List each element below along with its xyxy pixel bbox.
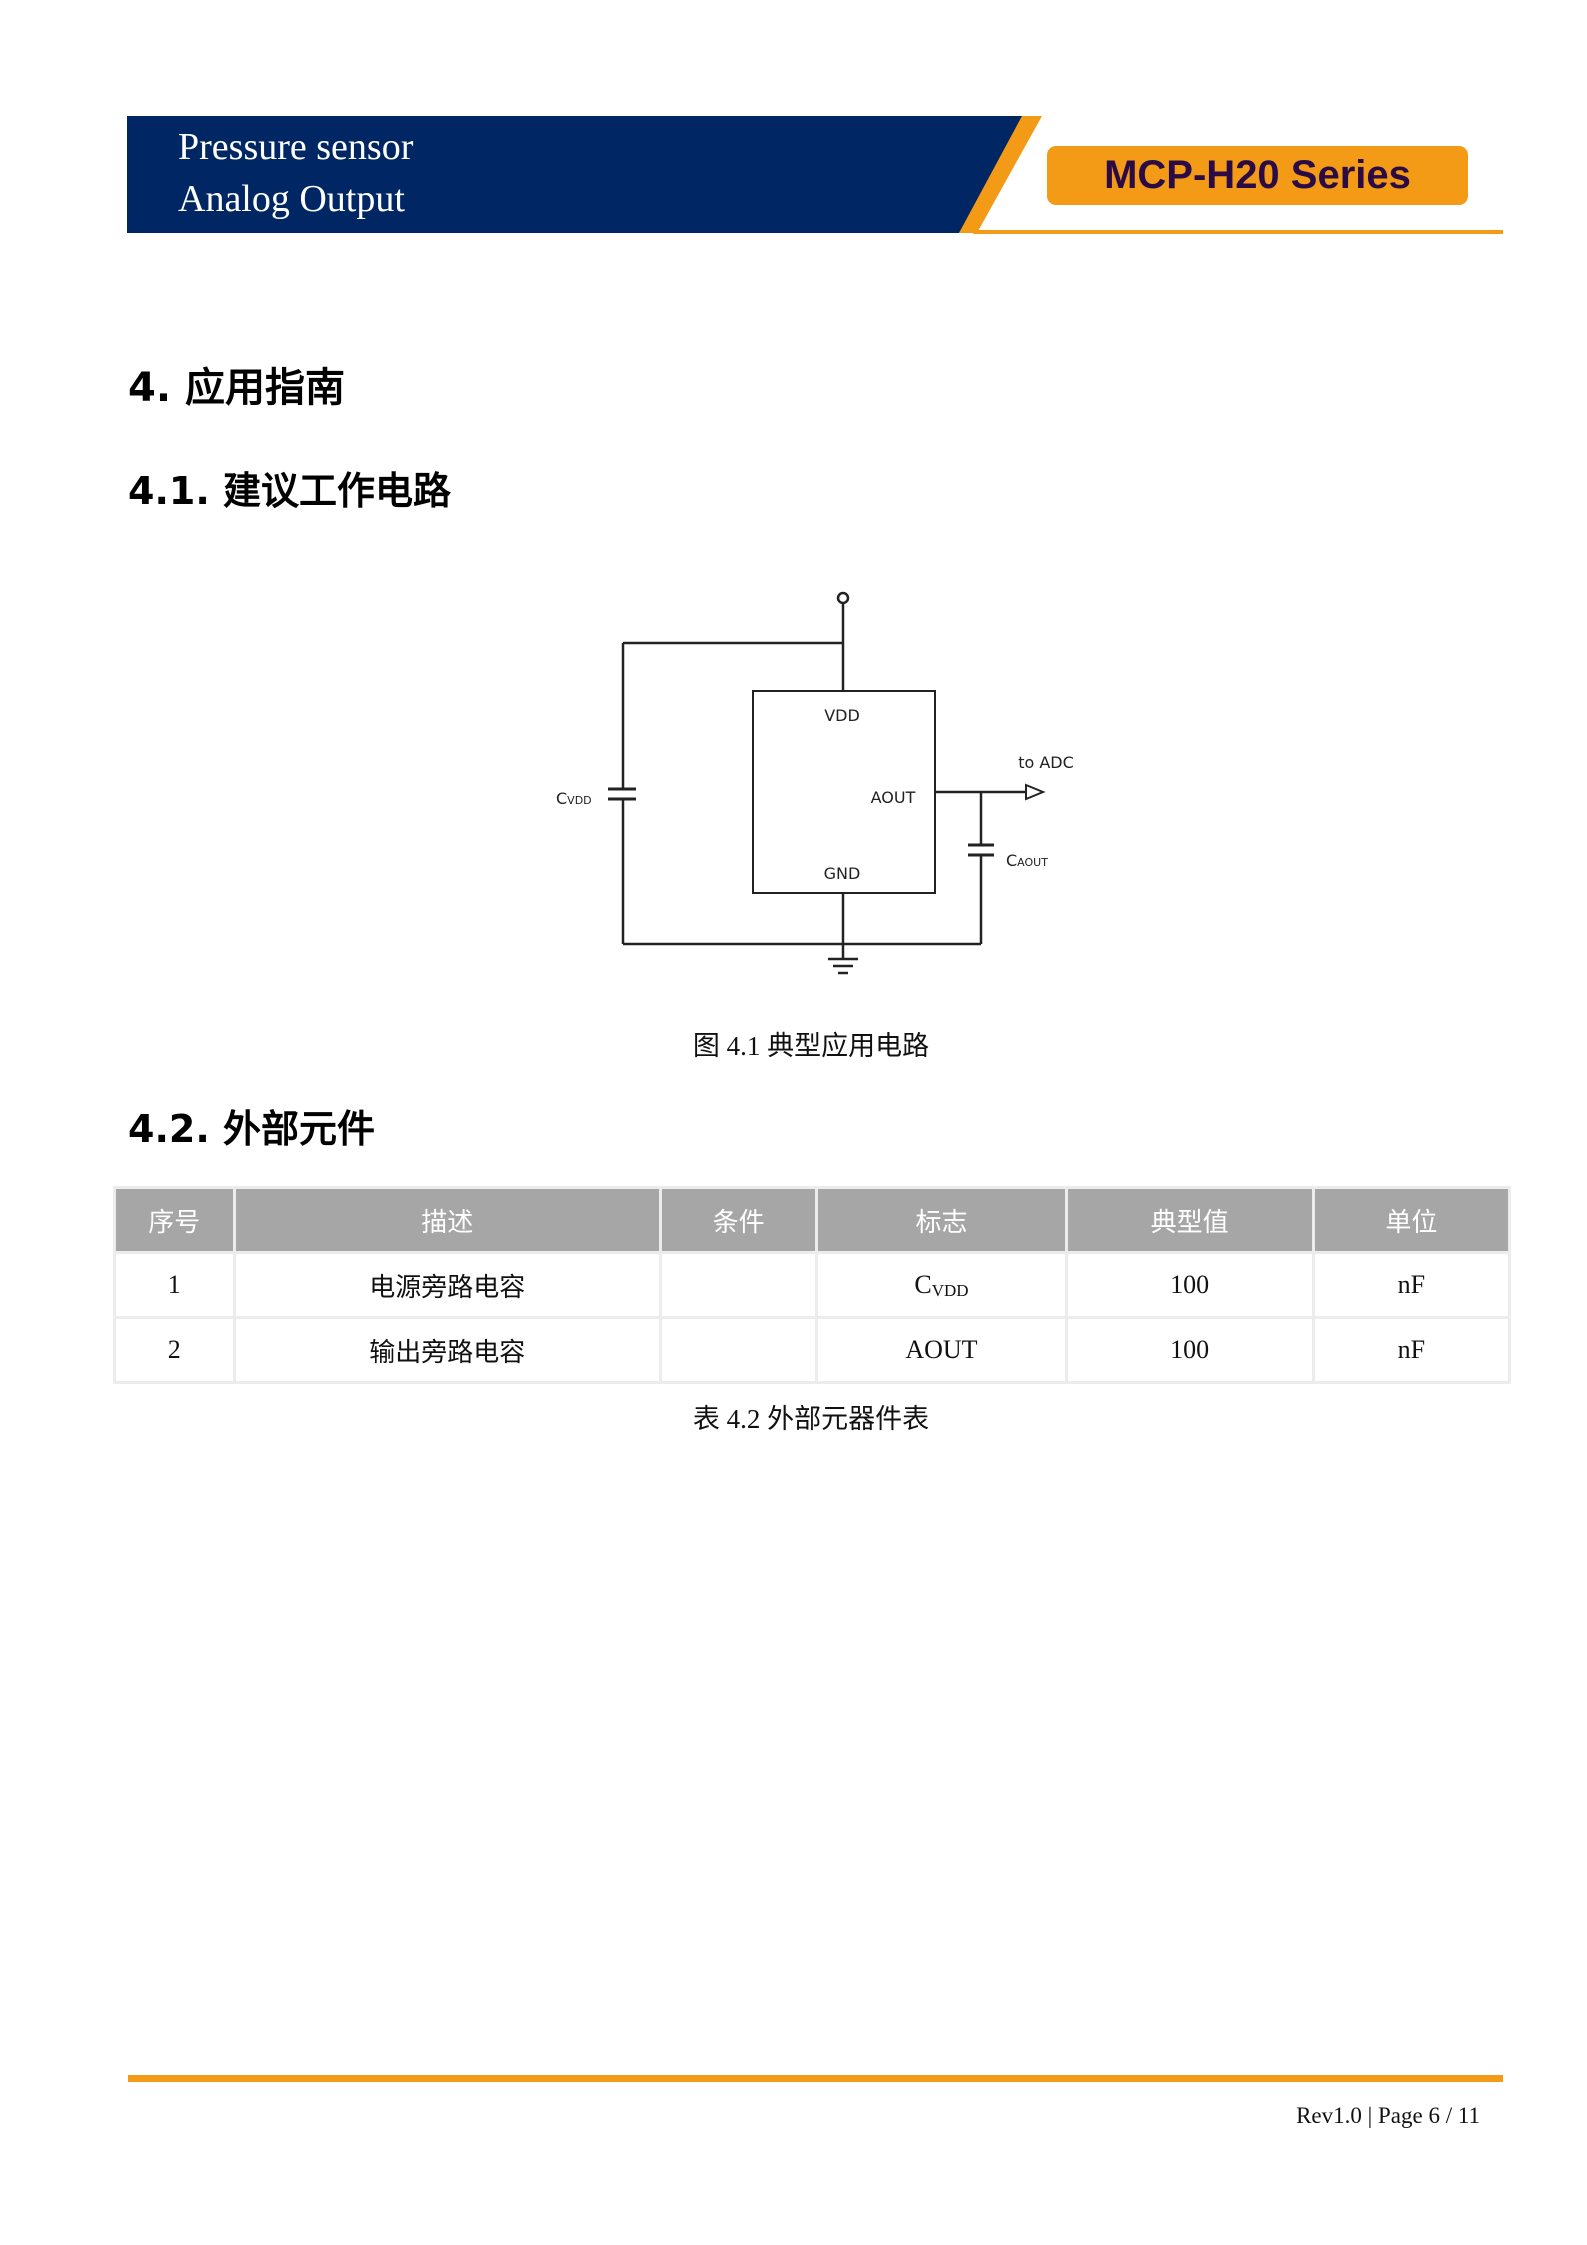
subsection-heading-circuit: 4.1. 建议工作电路: [128, 469, 451, 513]
cell-condition: [661, 1254, 816, 1316]
cell-description: 电源旁路电容: [235, 1254, 659, 1316]
column-header: 典型值: [1067, 1189, 1312, 1251]
column-header: 标志: [818, 1189, 1065, 1251]
aout-pin-label: AOUT: [871, 788, 916, 807]
cell-unit: nF: [1314, 1254, 1508, 1316]
table-row: 2 输出旁路电容 AOUT 100 nF: [116, 1319, 1508, 1381]
table-header-row: 序号 描述 条件 标志 典型值 单位: [116, 1189, 1508, 1251]
column-header: 描述: [235, 1189, 659, 1251]
cvdd-label: CVDD: [556, 789, 592, 808]
column-header: 序号: [116, 1189, 233, 1251]
subsection-heading-components: 4.2. 外部元件: [128, 1107, 375, 1151]
header-orange-stripe: [959, 116, 1042, 233]
table-row: 1 电源旁路电容 CVDD 100 nF: [116, 1254, 1508, 1316]
table-caption: 表 4.2 外部元器件表: [692, 1404, 930, 1434]
caout-label: CAOUT: [1006, 851, 1048, 870]
section-heading: 4. 应用指南: [128, 365, 345, 411]
external-components-table: 序号 描述 条件 标志 典型值 单位 1 电源旁路电容 CVDD 100 nF …: [113, 1186, 1511, 1384]
column-header: 单位: [1314, 1189, 1508, 1251]
footer-divider: [128, 2075, 1503, 2082]
application-circuit-diagram: VDD AOUT GND to ADC CVDD CAOUT: [556, 591, 1074, 975]
cell-unit: nF: [1314, 1319, 1508, 1381]
cell-symbol: AOUT: [818, 1319, 1065, 1381]
gnd-pin-label: GND: [824, 864, 861, 883]
vdd-terminal: [836, 591, 850, 605]
cell-symbol: CVDD: [818, 1254, 1065, 1316]
cell-no: 2: [116, 1319, 233, 1381]
series-badge-text: MCP-H20 Series: [1104, 153, 1411, 197]
page-number: Rev1.0 | Page 6 / 11: [1296, 2103, 1480, 2128]
header-navy-panel: [127, 116, 1035, 233]
cell-typical: 100: [1067, 1254, 1312, 1316]
to-adc-arrow: [1025, 783, 1046, 801]
cell-condition: [661, 1319, 816, 1381]
header-title-line2: Analog Output: [178, 178, 405, 220]
column-header: 条件: [661, 1189, 816, 1251]
cell-description: 输出旁路电容: [235, 1319, 659, 1381]
series-badge: [1047, 146, 1468, 205]
cell-no: 1: [116, 1254, 233, 1316]
to-adc-label: to ADC: [1018, 753, 1074, 772]
header-orange-underline: [973, 230, 1503, 234]
figure-caption: 图 4.1 典型应用电路: [692, 1031, 930, 1061]
vdd-pin-label: VDD: [824, 706, 860, 725]
cell-typical: 100: [1067, 1319, 1312, 1381]
header-banner: [127, 116, 1503, 234]
header-title-line1: Pressure sensor: [178, 126, 414, 168]
